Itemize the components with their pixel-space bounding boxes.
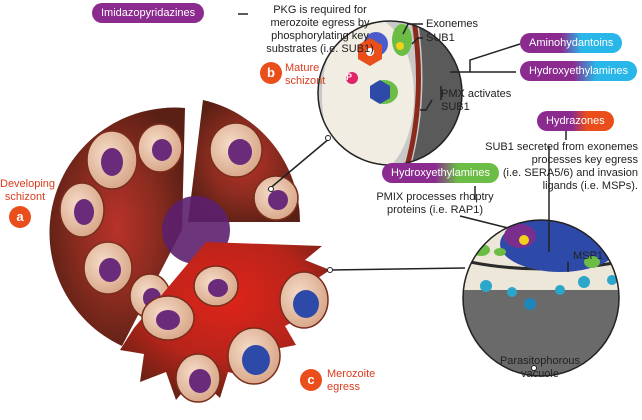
- stage-c-label: Merozoite egress: [327, 368, 376, 393]
- pmx-text: PMX activates SUB1: [441, 88, 512, 113]
- hydrazones-pill: Hydrazones: [537, 111, 614, 131]
- developing-merozoites: [59, 122, 299, 319]
- egress-schizont: [120, 242, 330, 403]
- stage-b-label: Mature schizont: [285, 62, 326, 87]
- stage-c-badge: c: [300, 369, 322, 391]
- phospho-label: P: [346, 72, 353, 82]
- aminohydantoins-pill: Aminohydantoins: [520, 33, 623, 53]
- hydroxyethylamines-mid-pill: Hydroxyethylamines: [382, 163, 500, 183]
- pv-text: Parasitophorous vacuole: [499, 355, 581, 380]
- sub1-label: SUB1: [426, 32, 455, 44]
- pkg-text: PKG is required for merozoite egress by …: [266, 4, 374, 55]
- hydroxyethylamines-top-pill: Hydroxyethylamines: [520, 61, 638, 81]
- exonemes-label: Exonemes: [426, 18, 478, 30]
- stage-a-badge: a: [9, 206, 31, 228]
- ruptured-rbc: [120, 242, 330, 400]
- pmix-text: PMIX processes rhoptry proteins (i.e. RA…: [376, 191, 494, 216]
- stage-b-badge: b: [260, 62, 282, 84]
- inset-mature-schizont: [317, 20, 463, 166]
- inset-parasitophorous-vacuole: [462, 219, 620, 377]
- sub1-secreted-text: SUB1 secreted from exonemes processes ke…: [485, 141, 638, 192]
- stage-a-label: Developing schizont: [0, 178, 56, 203]
- msp1-label: MSP1: [573, 250, 603, 262]
- imidazopyridazines-pill: Imidazopyridazines: [92, 3, 205, 23]
